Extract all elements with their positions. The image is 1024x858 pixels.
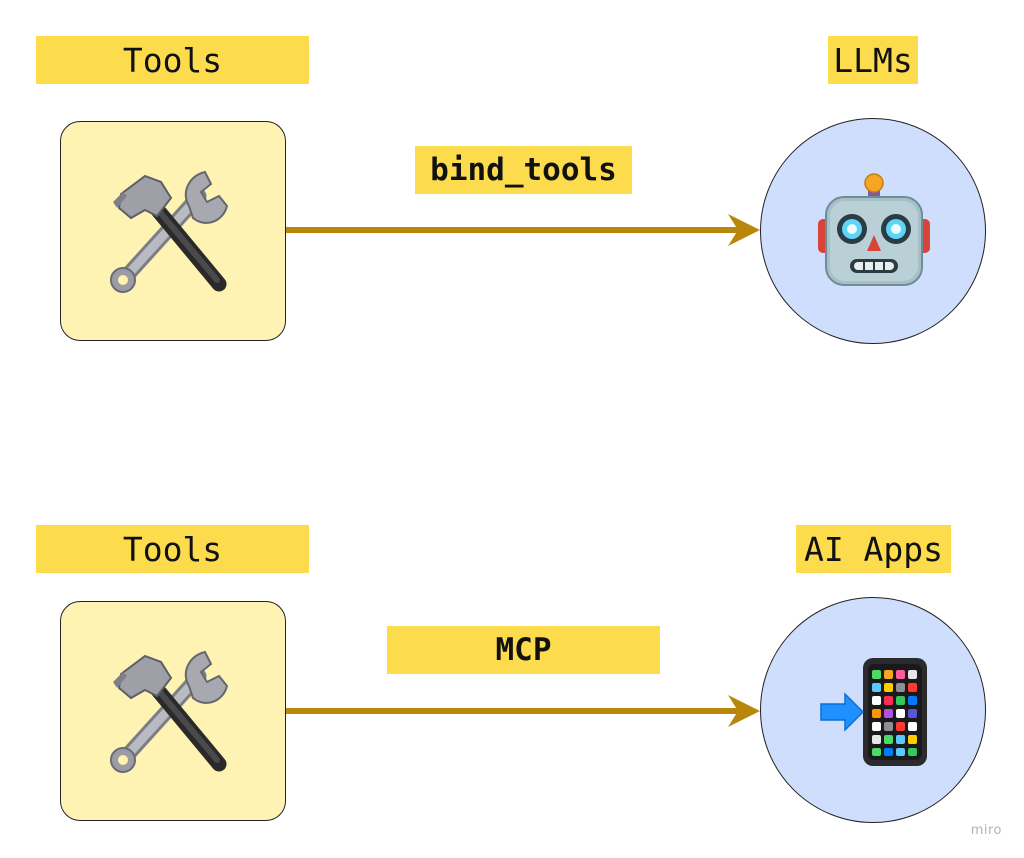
row2-tools-box: [60, 601, 286, 821]
row2-source-label: Tools: [36, 525, 309, 573]
row1-tools-box: [60, 121, 286, 341]
miro-watermark: miro: [970, 823, 1002, 838]
row2-arrow: [286, 695, 760, 727]
row1-target-label: LLMs: [828, 36, 918, 84]
row1-arrow: [286, 214, 760, 246]
row1-source-label-text: Tools: [122, 40, 223, 80]
row1-target-label-text: LLMs: [833, 40, 913, 80]
row2-source-label-text: Tools: [122, 529, 223, 569]
robot-icon: [818, 173, 930, 286]
row1-edge-label: bind_tools: [415, 146, 632, 194]
row2-edge-label: MCP: [387, 626, 660, 674]
hammer-and-wrench-icon: [110, 170, 229, 293]
row1-source-label: Tools: [36, 36, 309, 84]
row2-target-label: AI Apps: [796, 525, 951, 573]
row2-ai-apps-circle: [760, 597, 986, 823]
row2-target-label-text: AI Apps: [803, 529, 944, 569]
mobile-phone-with-arrow-icon: [820, 658, 927, 766]
row1-edge-label-text: bind_tools: [430, 151, 617, 188]
hammer-and-wrench-icon: [110, 650, 229, 773]
row2-edge-label-text: MCP: [495, 631, 552, 668]
row1-llms-circle: [760, 118, 986, 344]
